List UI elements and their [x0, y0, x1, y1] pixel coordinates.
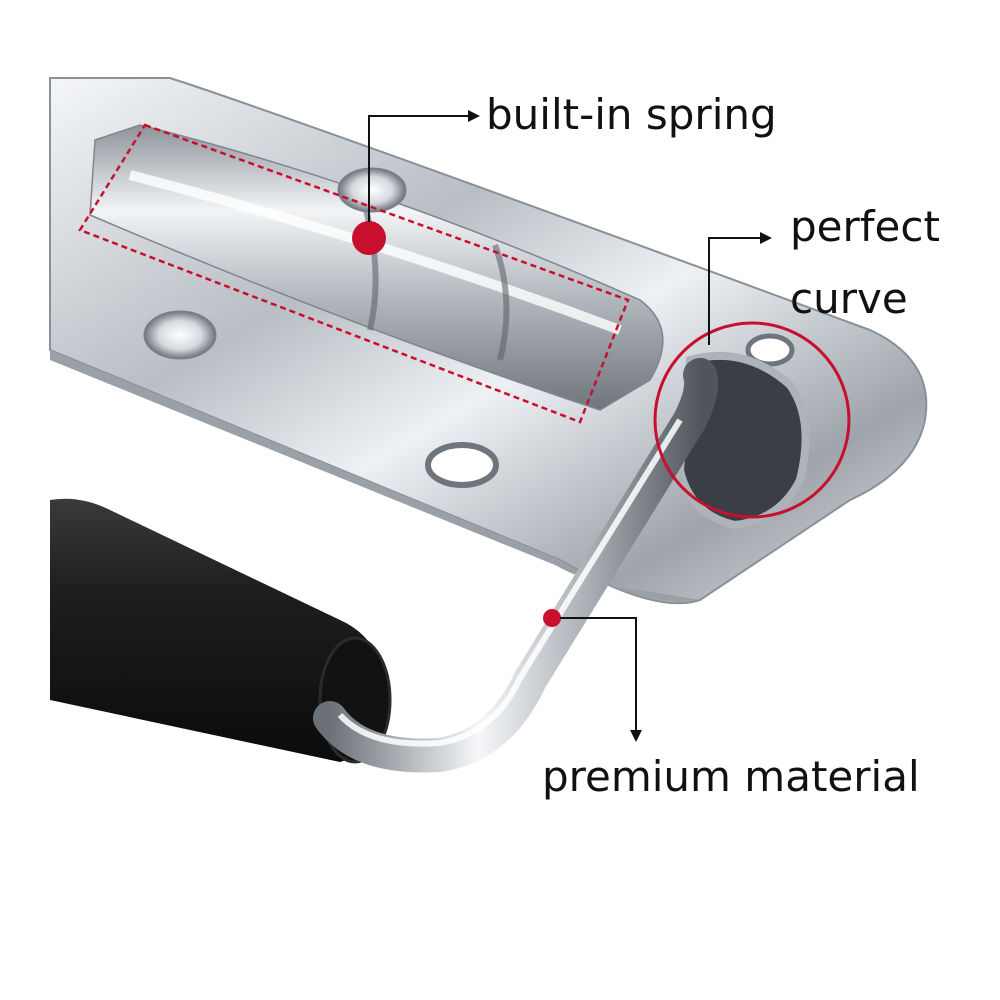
curve-arrow-head [760, 232, 772, 244]
channel-rib-2 [492, 243, 510, 361]
material-leader-line [560, 617, 637, 730]
spring-leader-line [368, 115, 468, 222]
callout-curve: curve [790, 274, 908, 323]
callout-premium-material: premium material [542, 752, 920, 801]
material-arrow-head [630, 730, 642, 742]
rod-highlight [337, 418, 683, 747]
chrome-rod [313, 358, 719, 773]
rivet [143, 310, 217, 360]
mounting-hole [425, 442, 499, 488]
spring-arrow-head [468, 110, 480, 122]
rivet [337, 167, 407, 213]
callout-perfect: perfect [790, 202, 940, 251]
rubber-grip [50, 498, 388, 762]
callout-built-in-spring: built-in spring [486, 90, 777, 139]
curve-highlight-ring [653, 321, 851, 519]
curve-leader-line [708, 237, 760, 345]
spring-callout-dot [352, 221, 386, 255]
material-callout-dot [543, 609, 561, 627]
mounting-hole [745, 333, 795, 367]
spring-highlight-box [78, 123, 630, 424]
